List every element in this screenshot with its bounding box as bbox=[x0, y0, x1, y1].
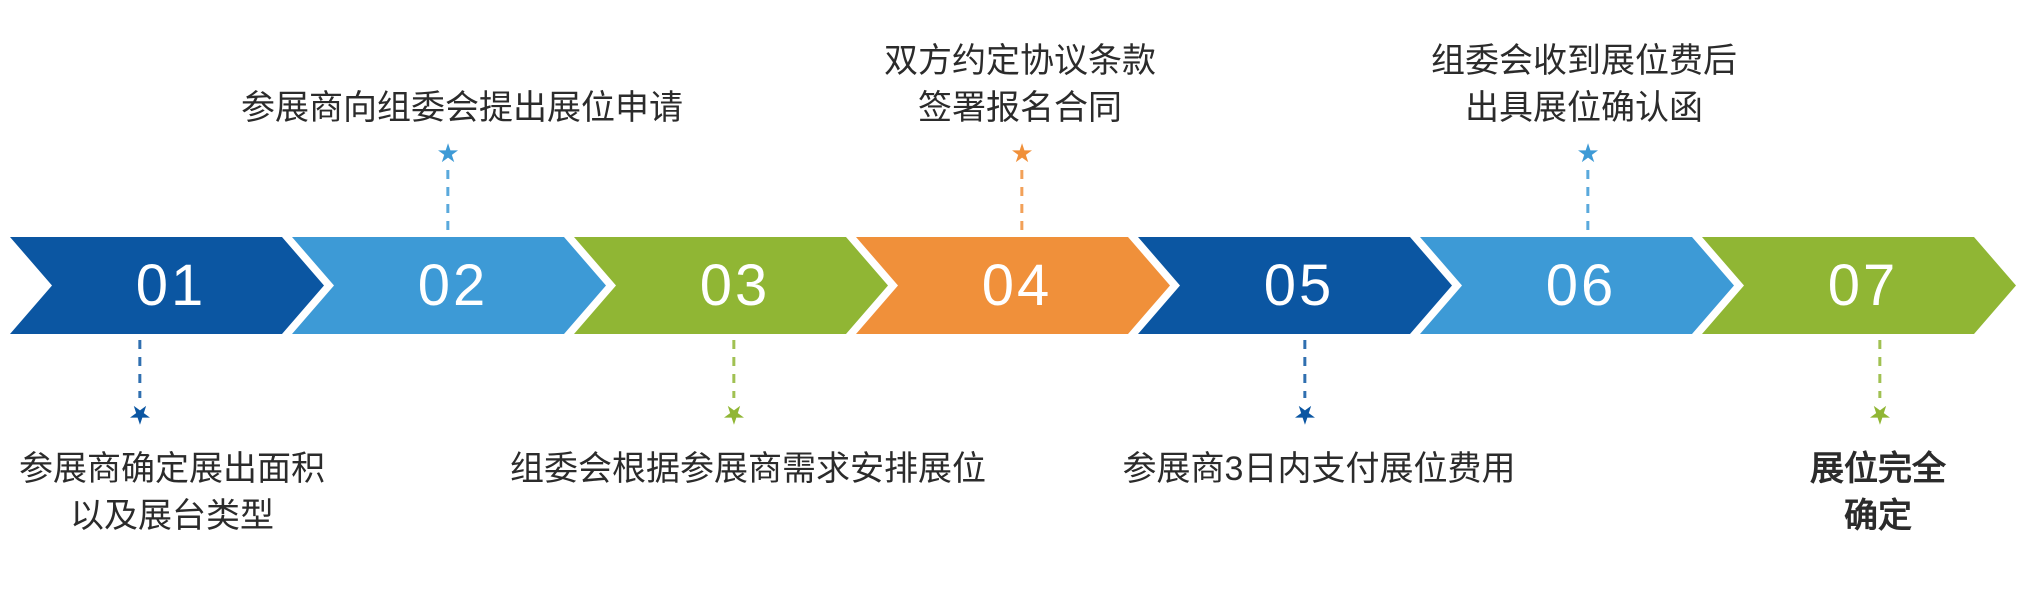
step-3-dashed-line bbox=[732, 340, 736, 398]
step-2-arrow: 02 bbox=[292, 237, 606, 334]
step-6-dashed-line bbox=[1586, 170, 1590, 234]
step-1-label: 参展商确定展出面积 以及展台类型 bbox=[19, 450, 325, 535]
step-6-arrow: 06 bbox=[1420, 237, 1734, 334]
step-3-arrow: 03 bbox=[574, 237, 888, 334]
step-3-number: 03 bbox=[699, 252, 771, 318]
step-3-connector: ★ bbox=[722, 340, 746, 430]
step-6-star-icon: ★ bbox=[1576, 138, 1600, 168]
step-5-dashed-line bbox=[1303, 340, 1307, 398]
step-6-connector: ★ bbox=[1576, 138, 1600, 234]
step-5-connector: ★ bbox=[1293, 340, 1317, 430]
step-4-arrow: 04 bbox=[856, 237, 1170, 334]
step-3-label: 组委会根据参展商需求安排展位 bbox=[510, 450, 986, 488]
step-3-star-icon: ★ bbox=[722, 400, 746, 430]
step-5-star-icon: ★ bbox=[1293, 400, 1317, 430]
step-6-number: 06 bbox=[1545, 252, 1617, 318]
step-2-number: 02 bbox=[417, 252, 489, 318]
step-1-arrow: 01 bbox=[10, 237, 324, 334]
step-7-star-icon: ★ bbox=[1868, 400, 1892, 430]
step-2-star-icon: ★ bbox=[436, 138, 460, 168]
step-2-label: 参展商向组委会提出展位申请 bbox=[241, 89, 683, 128]
step-7-connector: ★ bbox=[1868, 340, 1892, 430]
step-7-arrow: 07 bbox=[1702, 237, 2016, 334]
step-2-connector: ★ bbox=[436, 138, 460, 234]
arrow-band: 01 02 03 04 05 06 07 bbox=[10, 237, 2016, 334]
step-7-dashed-line bbox=[1878, 340, 1882, 398]
step-4-dashed-line bbox=[1020, 170, 1024, 234]
step-1-number: 01 bbox=[135, 252, 207, 318]
step-5-label: 参展商3日内支付展位费用 bbox=[1122, 450, 1516, 488]
step-7-label: 展位完全确定 bbox=[1810, 450, 1946, 535]
step-6-label: 组委会收到展位费后 出具展位确认函 bbox=[1431, 42, 1737, 128]
step-2-dashed-line bbox=[446, 170, 450, 234]
step-4-label: 双方约定协议条款 签署报名合同 bbox=[884, 42, 1156, 128]
step-4-connector: ★ bbox=[1010, 138, 1034, 234]
step-5-number: 05 bbox=[1263, 252, 1335, 318]
step-4-number: 04 bbox=[981, 252, 1053, 318]
step-7-number: 07 bbox=[1827, 252, 1899, 318]
step-4-star-icon: ★ bbox=[1010, 138, 1034, 168]
step-5-arrow: 05 bbox=[1138, 237, 1452, 334]
step-1-star-icon: ★ bbox=[128, 400, 152, 430]
step-1-connector: ★ bbox=[128, 340, 152, 430]
step-1-dashed-line bbox=[138, 340, 142, 398]
